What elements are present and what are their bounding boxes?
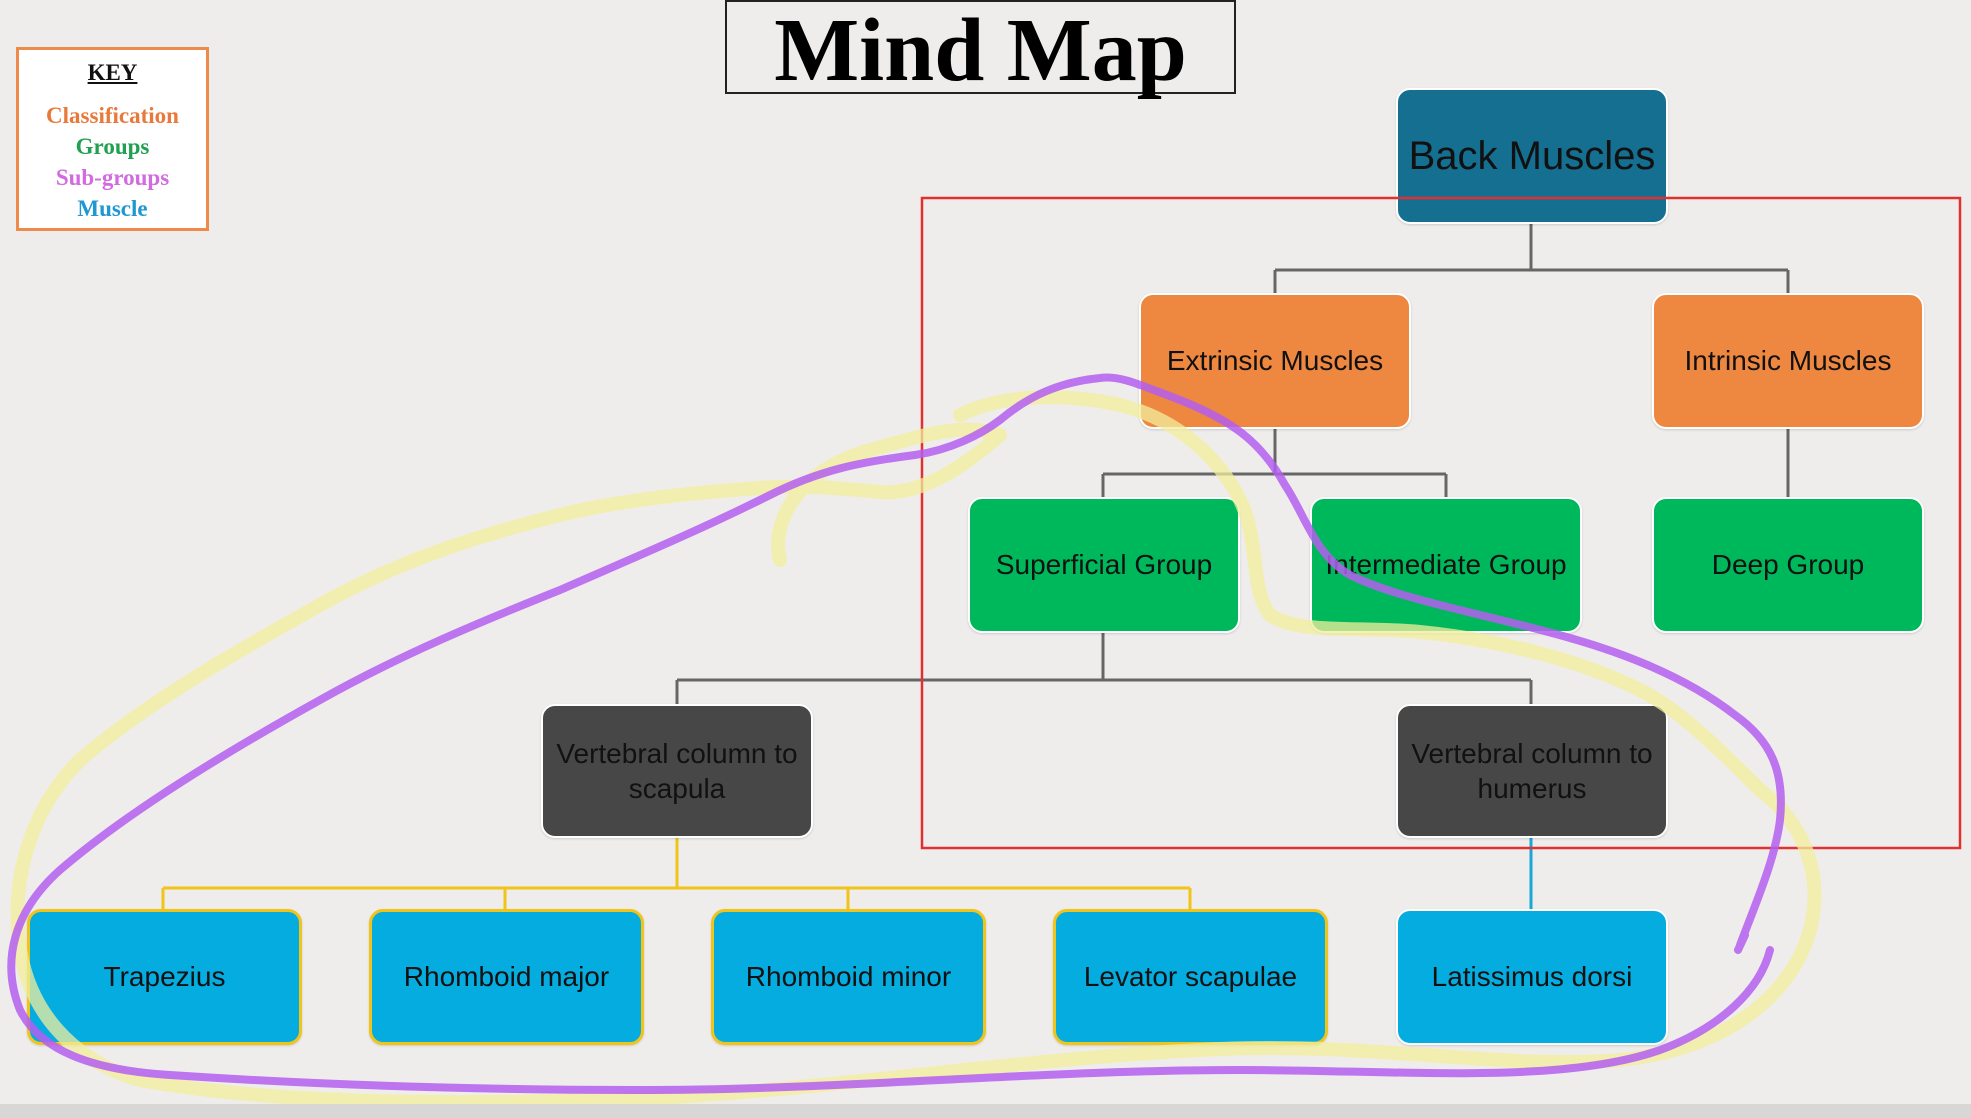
node-latissimus-dorsi: Latissimus dorsi xyxy=(1396,909,1668,1045)
node-back-muscles: Back Muscles xyxy=(1396,88,1668,224)
legend-item-groups: Groups xyxy=(75,134,150,159)
node-levator-scapulae: Levator scapulae xyxy=(1053,909,1328,1045)
node-intrinsic-muscles: Intrinsic Muscles xyxy=(1652,293,1924,429)
page-title: Mind Map xyxy=(774,1,1187,100)
node-rhomboid-minor: Rhomboid minor xyxy=(711,909,986,1045)
node-trapezius: Trapezius xyxy=(27,909,302,1045)
legend-heading: KEY xyxy=(87,60,138,85)
bottom-strip xyxy=(0,1104,1971,1118)
legend-item-sub-groups: Sub-groups xyxy=(55,165,170,190)
node-vertebral-column-to-scapula: Vertebral column to scapula xyxy=(541,704,813,838)
node-extrinsic-muscles: Extrinsic Muscles xyxy=(1139,293,1411,429)
node-superficial-group: Superficial Group xyxy=(968,497,1240,633)
title-box: Mind Map xyxy=(725,0,1236,100)
legend-item-classification: Classification xyxy=(46,103,179,128)
node-rhomboid-major: Rhomboid major xyxy=(369,909,644,1045)
node-vertebral-column-to-humerus: Vertebral column to humerus xyxy=(1396,704,1668,838)
legend-key: KEY Classification Groups Sub-groups Mus… xyxy=(16,47,209,231)
node-deep-group: Deep Group xyxy=(1652,497,1924,633)
node-intermediate-group: Intermediate Group xyxy=(1310,497,1582,633)
legend-item-muscle: Muscle xyxy=(77,196,148,221)
